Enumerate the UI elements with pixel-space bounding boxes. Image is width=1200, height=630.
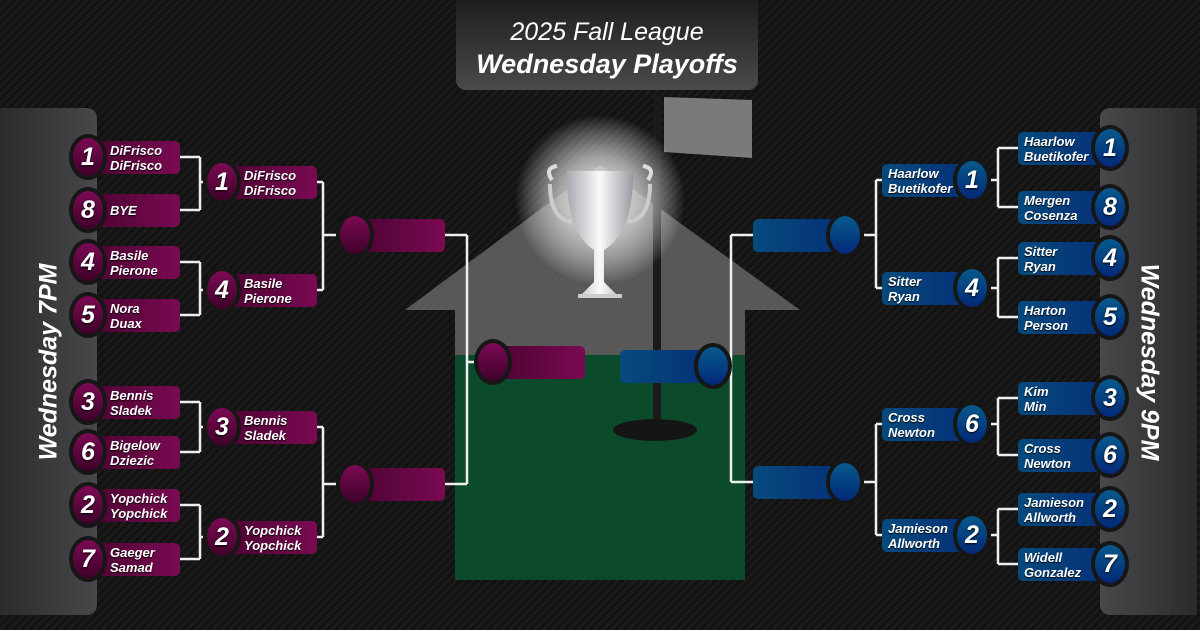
team-name: Buetikofer <box>1024 148 1089 164</box>
team-name: Basile <box>244 275 283 291</box>
seed-badge: 1 <box>953 157 991 203</box>
putting-green <box>455 355 745 580</box>
seed-badge: 2 <box>203 514 241 560</box>
seed-badge <box>826 212 864 258</box>
seed-badge <box>694 343 732 389</box>
seed-badge <box>826 459 864 505</box>
flag-icon <box>664 97 752 158</box>
team-name: DiFrisco <box>244 182 297 198</box>
team-name: Allworth <box>888 535 940 551</box>
seed-badge: 1 <box>1091 125 1129 171</box>
team-name: Sladek <box>110 402 152 418</box>
team-name: Yopchick <box>110 505 168 521</box>
page-title: 2025 Fall League Wednesday Playoffs <box>456 0 758 90</box>
seed-badge <box>336 212 374 258</box>
seed-badge: 4 <box>69 239 107 285</box>
seed-badge: 2 <box>69 482 107 528</box>
team-name: Bennis <box>110 387 154 403</box>
team-name: Samad <box>110 559 153 575</box>
team-name: Pierone <box>110 262 158 278</box>
team-name: Bigelow <box>110 437 160 453</box>
seed-badge: 5 <box>1091 294 1129 340</box>
team-name: Cross <box>888 409 925 425</box>
seed-badge <box>336 461 374 507</box>
team-name: Newton <box>888 424 935 440</box>
team-name: Min <box>1024 398 1047 414</box>
team-name: Allworth <box>1024 509 1076 525</box>
seed-badge: 4 <box>203 267 241 313</box>
seed-badge: 6 <box>1091 432 1129 478</box>
team-name: Buetikofer <box>888 180 953 196</box>
team-name: Gonzalez <box>1024 564 1082 580</box>
team-name: Basile <box>110 247 149 263</box>
team-name: Cross <box>1024 440 1061 456</box>
team-name: Ryan <box>888 288 920 304</box>
seed-badge: 4 <box>1091 235 1129 281</box>
team-name: DiFrisco <box>110 157 163 173</box>
seed-badge <box>474 339 512 385</box>
team-name: Haarlow <box>888 165 939 181</box>
team-name: BYE <box>110 203 137 218</box>
seed-badge: 6 <box>953 401 991 447</box>
seed-badge: 7 <box>69 536 107 582</box>
team-name: Person <box>1024 317 1069 333</box>
seed-badge: 8 <box>1091 184 1129 230</box>
team-name: Widell <box>1024 549 1063 565</box>
seed-badge: 7 <box>1091 541 1129 587</box>
team-name: DiFrisco <box>110 142 163 158</box>
team-name: Ryan <box>1024 258 1056 274</box>
title-line2: Wednesday Playoffs <box>476 49 738 79</box>
golf-hole <box>613 419 697 441</box>
team-name: Haarlow <box>1024 133 1075 149</box>
team-name: Duax <box>110 315 142 331</box>
seed-badge: 8 <box>69 187 107 233</box>
seed-badge: 1 <box>203 159 241 205</box>
team-name: Sitter <box>888 273 922 289</box>
team-name: Sladek <box>244 427 286 443</box>
seed-badge: 1 <box>69 134 107 180</box>
seed-badge: 4 <box>953 265 991 311</box>
team-name: Dziezic <box>110 452 155 468</box>
team-name: Cosenza <box>1024 207 1078 223</box>
seed-badge: 2 <box>1091 486 1129 532</box>
team-name: Jamieson <box>1024 494 1084 510</box>
team-name: Yopchick <box>244 522 302 538</box>
team-name: Nora <box>110 300 140 316</box>
team-name: Sitter <box>1024 243 1058 259</box>
team-name: Yopchick <box>244 537 302 553</box>
team-name: Gaeger <box>110 544 155 560</box>
team-name: Kim <box>1024 383 1049 399</box>
team-name: Bennis <box>244 412 288 428</box>
seed-badge: 5 <box>69 292 107 338</box>
team-name: Pierone <box>244 290 292 306</box>
seed-badge: 2 <box>953 512 991 558</box>
seed-badge: 6 <box>69 429 107 475</box>
team-name: DiFrisco <box>244 167 297 183</box>
team-name: Jamieson <box>888 520 948 536</box>
seed-badge: 3 <box>69 379 107 425</box>
seed-badge: 3 <box>1091 375 1129 421</box>
team-name: Newton <box>1024 455 1071 471</box>
team-name: Harton <box>1024 302 1066 318</box>
title-line1: 2025 Fall League <box>510 18 704 46</box>
team-name: Yopchick <box>110 490 168 506</box>
seed-badge: 3 <box>203 404 241 450</box>
team-name: Mergen <box>1024 192 1071 208</box>
